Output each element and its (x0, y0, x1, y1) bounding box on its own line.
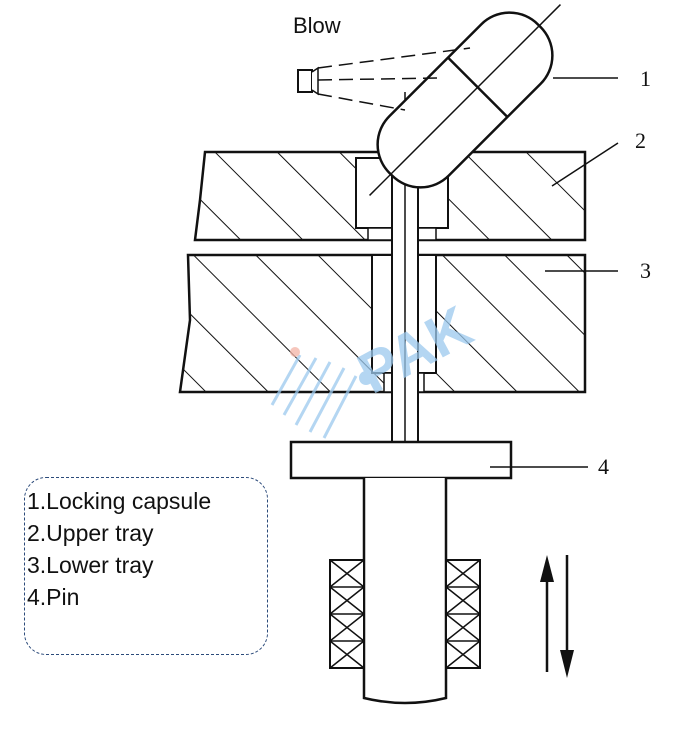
legend-box: 1.Locking capsule 2.Upper tray 3.Lower t… (24, 477, 268, 655)
legend-item-lower-tray: 3.Lower tray (27, 552, 154, 578)
air-nozzle (297, 47, 471, 111)
callout-3: 3 (640, 258, 651, 283)
callout-2: 2 (635, 128, 646, 153)
leader-lines (490, 77, 619, 468)
legend-item-upper-tray: 2.Upper tray (27, 520, 154, 546)
diagram-title: Blow (293, 13, 341, 38)
locking-capsule (369, 4, 561, 196)
guide-bushing (329, 559, 481, 669)
legend-item-locking-capsule: 1.Locking capsule (27, 488, 212, 514)
legend-item-pin: 4.Pin (27, 584, 80, 610)
callout-4: 4 (598, 454, 609, 479)
callout-1: 1 (640, 66, 651, 91)
motion-arrows (540, 555, 574, 678)
